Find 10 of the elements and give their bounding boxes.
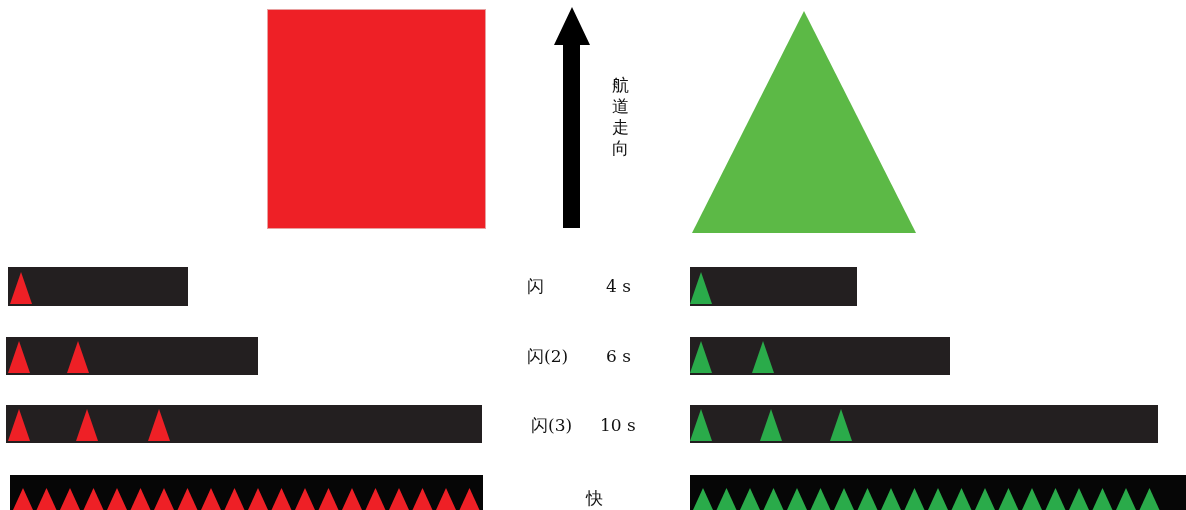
period-label: 4 s — [606, 276, 631, 296]
square-daymark — [267, 9, 486, 229]
triangle-daymark — [692, 11, 916, 234]
period-label: 6 s — [606, 346, 631, 366]
rhythm-label: 闪(2) — [527, 346, 569, 366]
rhythm-label: 闪(3) — [531, 415, 573, 435]
direction-label: 航道走向 — [612, 75, 630, 159]
rhythm-label: 闪 — [527, 276, 544, 296]
rhythm-label: 快 — [586, 488, 603, 508]
period-label: 10 s — [600, 415, 636, 435]
